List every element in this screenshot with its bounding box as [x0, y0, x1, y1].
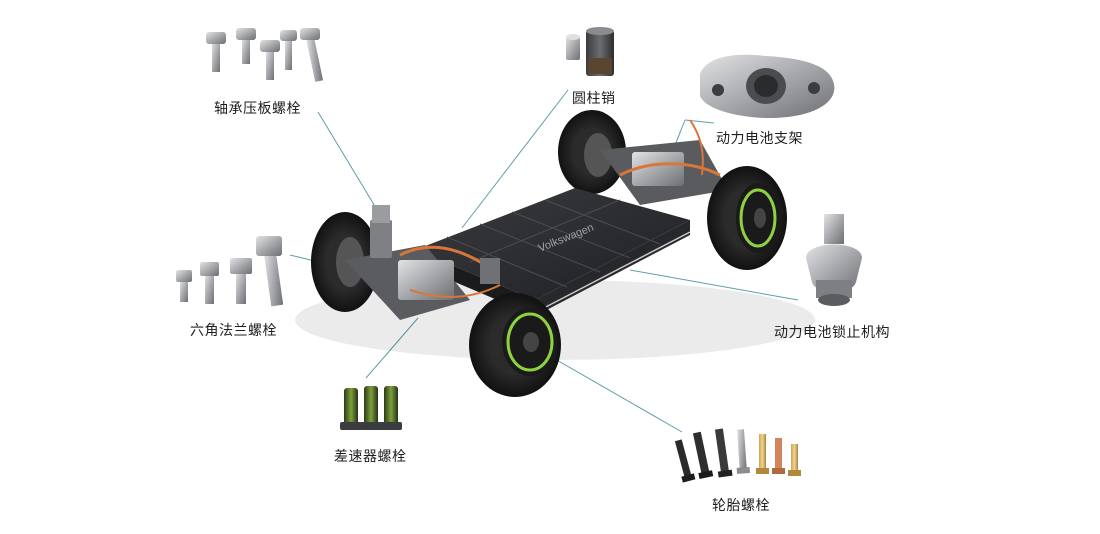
battery-bracket	[700, 54, 835, 118]
hex-flange-bolts	[176, 236, 284, 307]
rear-subframe	[600, 119, 728, 205]
label-battery-lock-mechanism: 动力电池锁止机构	[774, 325, 890, 341]
leader-bearing	[317, 111, 383, 219]
ev-chassis: Volkswagen	[295, 110, 815, 397]
leader-diff	[365, 317, 419, 379]
leader-pin	[461, 89, 569, 229]
label-battery-bracket: 动力电池支架	[716, 131, 803, 147]
label-hex-flange-bolt: 六角法兰螺栓	[190, 323, 277, 339]
rear-near-wheel	[707, 166, 787, 270]
front-near-wheel	[469, 293, 561, 397]
label-cylindrical-pin: 圆柱销	[572, 91, 616, 107]
differential-bolts	[340, 386, 402, 430]
cylindrical-pins	[566, 27, 614, 76]
rear-far-wheel	[558, 110, 626, 194]
wheel-bolts	[674, 428, 801, 483]
label-wheel-bolt: 轮胎螺栓	[712, 498, 770, 514]
front-subframe	[345, 205, 501, 320]
battery-lock-mechanism	[806, 214, 862, 306]
label-bearing-plate-bolt: 轴承压板螺栓	[214, 101, 301, 117]
leader-lock	[629, 269, 799, 301]
label-differential-bolt: 差速器螺栓	[334, 449, 407, 465]
bearing-plate-bolts	[206, 28, 324, 82]
leader-wheel	[547, 354, 683, 433]
